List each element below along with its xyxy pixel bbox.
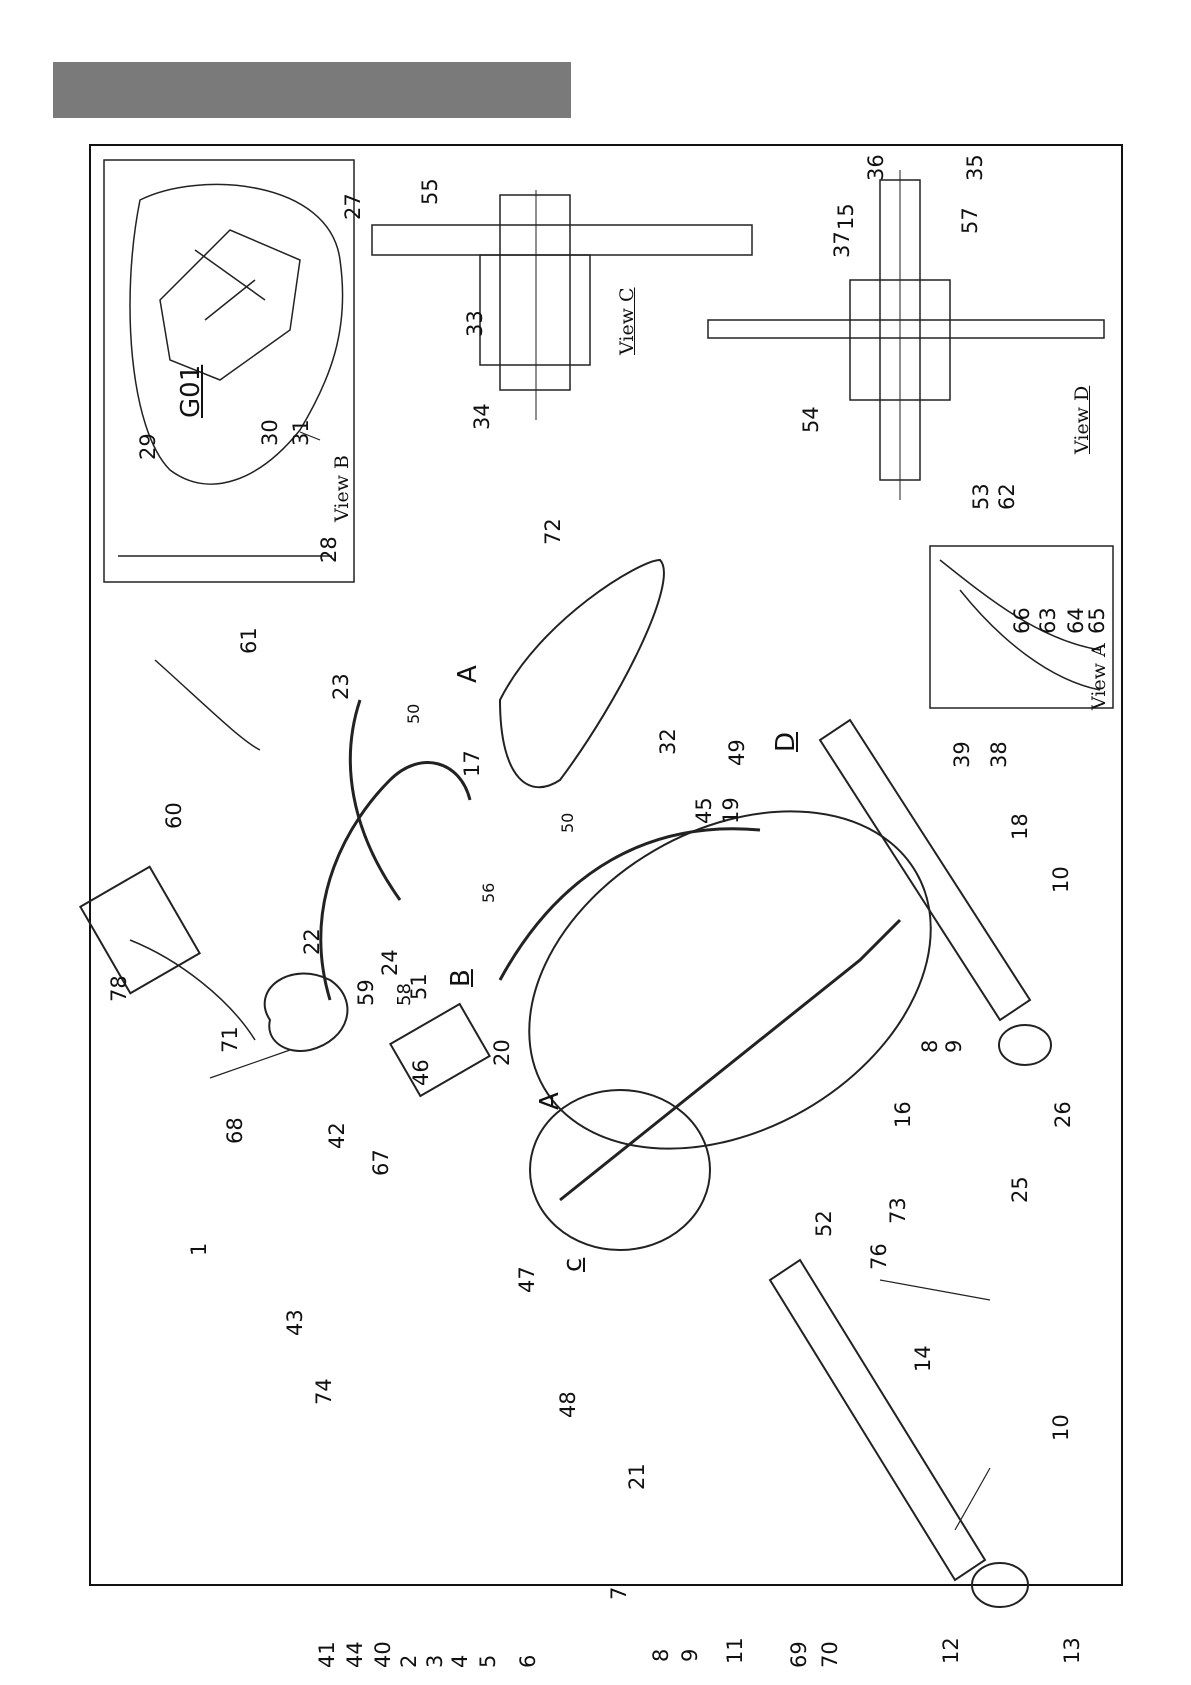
part-number: 78	[109, 975, 130, 1002]
part-number: 73	[888, 1197, 909, 1224]
group-label: G01	[178, 365, 204, 418]
section-marker-c: c	[560, 1258, 586, 1272]
part-number: 63	[1038, 607, 1059, 634]
part-number: 71	[220, 1026, 241, 1053]
part-number: 2	[399, 1655, 420, 1668]
part-number: 32	[658, 728, 679, 755]
part-number: 14	[913, 1345, 934, 1372]
section-marker-b: B	[448, 969, 474, 987]
part-number: 40	[373, 1641, 394, 1668]
part-number: 36	[866, 154, 887, 181]
part-number: 52	[814, 1210, 835, 1237]
part-number: 34	[472, 403, 493, 430]
part-number: 57	[960, 207, 981, 234]
part-number: 12	[941, 1637, 962, 1664]
part-number: 41	[317, 1641, 338, 1668]
part-number: 6	[518, 1655, 539, 1668]
part-number: 19	[721, 797, 742, 824]
part-number: 10	[1051, 866, 1072, 893]
part-number: 50	[406, 704, 422, 724]
part-number: 60	[164, 802, 185, 829]
part-number: 33	[465, 310, 486, 337]
part-number: 59	[356, 979, 377, 1006]
part-number: 5	[478, 1655, 499, 1668]
part-number: 9	[680, 1649, 701, 1662]
part-number: 67	[371, 1149, 392, 1176]
part-number: 74	[314, 1378, 335, 1405]
part-number: 45	[694, 797, 715, 824]
part-number: 11	[725, 1637, 746, 1664]
part-number: 4	[450, 1655, 471, 1668]
view-d-caption: View D	[1073, 386, 1092, 454]
part-number: 49	[727, 739, 748, 766]
part-number: 16	[893, 1101, 914, 1128]
part-number: 25	[1010, 1176, 1031, 1203]
part-number: 61	[239, 627, 260, 654]
section-marker-a-top: A	[455, 665, 481, 683]
part-number: 35	[965, 154, 986, 181]
view-b-inset	[104, 160, 354, 582]
part-number: 7	[609, 1587, 630, 1600]
part-number: 18	[1010, 813, 1031, 840]
part-number: 1	[189, 1243, 210, 1256]
part-number: 64	[1066, 607, 1087, 634]
part-number: 10	[1051, 1414, 1072, 1441]
part-number: 15	[836, 203, 857, 230]
part-number: 76	[869, 1243, 890, 1270]
part-number: 3	[425, 1655, 446, 1668]
part-number: 72	[543, 518, 564, 545]
part-number: 22	[302, 928, 323, 955]
part-number: 9	[944, 1040, 965, 1053]
part-number: 58	[396, 983, 414, 1006]
section-marker-d: D	[773, 732, 799, 752]
part-number: 42	[327, 1122, 348, 1149]
part-number: 43	[285, 1309, 306, 1336]
part-number: 48	[558, 1391, 579, 1418]
part-number: 55	[420, 178, 441, 205]
view-c-caption: View C	[618, 287, 637, 355]
part-number: 8	[920, 1040, 941, 1053]
part-number: 70	[820, 1641, 841, 1668]
part-number: 50	[560, 813, 576, 833]
view-a-caption: View A	[1090, 643, 1109, 710]
part-number: 27	[343, 193, 364, 220]
view-b-caption: View B	[333, 455, 352, 522]
part-number: 54	[801, 406, 822, 433]
part-number: 29	[138, 433, 159, 460]
part-number: 37	[832, 231, 853, 258]
part-number: 13	[1062, 1637, 1083, 1664]
part-number: 20	[492, 1039, 513, 1066]
part-number: 53	[971, 483, 992, 510]
part-number: 46	[411, 1059, 432, 1086]
part-number: 23	[331, 673, 352, 700]
part-number: 47	[517, 1266, 538, 1293]
part-number: 30	[260, 419, 281, 446]
part-number: 56	[481, 883, 497, 903]
part-number: 62	[997, 483, 1018, 510]
part-number: 68	[225, 1117, 246, 1144]
part-number: 39	[952, 741, 973, 768]
part-number: 31	[291, 419, 312, 446]
section-marker-a-bottom: A	[537, 1092, 563, 1110]
part-number: 21	[627, 1463, 648, 1490]
part-number: 38	[989, 741, 1010, 768]
part-number: 69	[789, 1641, 810, 1668]
part-number: 24	[380, 949, 401, 976]
part-number: 26	[1053, 1101, 1074, 1128]
part-number: 28	[319, 536, 340, 563]
part-number: 66	[1012, 607, 1033, 634]
part-number: 8	[651, 1649, 672, 1662]
part-number: 17	[462, 750, 483, 777]
part-number: 44	[345, 1641, 366, 1668]
part-number: 65	[1087, 607, 1108, 634]
